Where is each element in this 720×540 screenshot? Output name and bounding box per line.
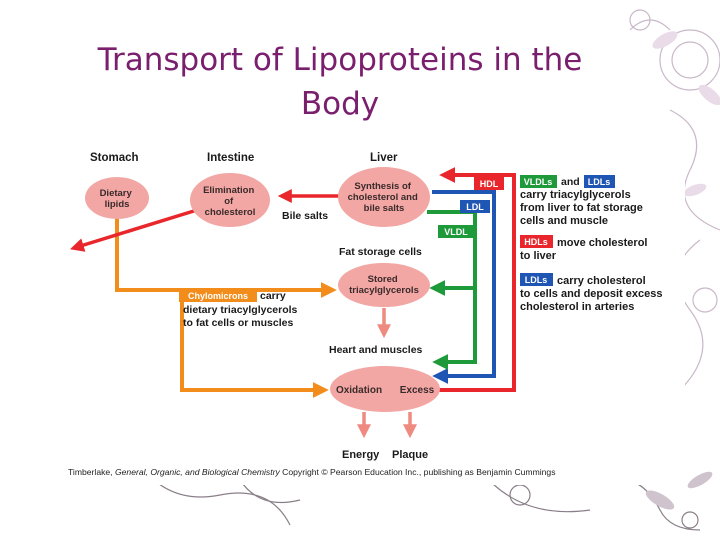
legend-1-line-2: from liver to fat storage (520, 202, 643, 214)
hdl-tag (474, 177, 504, 190)
svg-text:Dietary lipids: Dietary lipids (100, 188, 135, 210)
chylo-line-2: dietary triacylglycerols (183, 304, 298, 316)
credit-book: General, Organic, and Biological Chemist… (114, 467, 280, 477)
chylomicron-path-muscle (180, 290, 329, 398)
slide-title: Transport of Lipoproteins in the Body (40, 38, 640, 126)
elimination-line-2: of (224, 196, 234, 207)
ldl-tag-text: LDL (466, 202, 484, 212)
legend-2-line-2: to liver (520, 250, 557, 262)
legend-3-after: carry cholesterol (557, 275, 646, 287)
title-line-2: Body (300, 86, 380, 122)
plaque-label: Plaque (392, 449, 428, 461)
node-elimination (190, 173, 270, 227)
svg-text:Stored triacylglycerols: Stored triacylglycerols (349, 274, 419, 296)
ldl-tag (460, 200, 490, 213)
lipoprotein-diagram: Stomach Intestine Liver Dietary lipids E… (62, 140, 685, 485)
synthesis-line-2: cholesterol and (348, 192, 418, 203)
legend-1-line-1: carry triacylglycerols (520, 189, 631, 201)
legend-vldls-tag (520, 175, 557, 188)
vldl-tag (438, 225, 474, 238)
hdl-path (437, 167, 516, 392)
stored-line-2: triacylglycerols (349, 285, 419, 296)
bile-salts-label: Bile salts (282, 210, 328, 222)
legend-3-line-3: cholesterol in arteries (520, 301, 634, 313)
stored-line-1: Stored (368, 274, 398, 285)
vldl-tag-text: VLDL (444, 227, 468, 237)
legend-hdls-text: HDLs (524, 237, 548, 247)
fat-storage-label: Fat storage cells (339, 246, 422, 258)
elimination-line-1: Elimination (203, 185, 254, 196)
organ-liver: Liver (370, 152, 398, 164)
synthesis-line-1: Synthesis of (354, 181, 411, 192)
legend-1-line-3: cells and muscle (520, 215, 608, 227)
organ-intestine: Intestine (207, 152, 254, 164)
diagram-canvas: Stomach Intestine Liver Dietary lipids E… (69, 152, 662, 461)
heart-muscles-label: Heart and muscles (329, 344, 423, 356)
node-oxidation-excess (330, 366, 440, 412)
node-synthesis (338, 167, 430, 227)
svg-text:Elimination of cho: Elimination of cholesterol (203, 185, 257, 218)
dietary-line-1: Dietary (100, 188, 133, 199)
legend-3-line-2: to cells and deposit excess (520, 288, 662, 300)
elimination-line-3: cholesterol (205, 207, 256, 218)
legend-ldls2-text: LDLs (525, 275, 548, 285)
chylo-carry: carry (260, 290, 286, 302)
legend-hdls-tag (520, 235, 553, 248)
chylomicron-path-storage (115, 212, 337, 298)
legend-ldls-tag (584, 175, 615, 188)
node-dietary-lipids (85, 177, 149, 219)
svg-text:Synthesis of cholesterol: Synthesis of cholesterol and bile salts (348, 181, 421, 214)
legend-vldls-text: VLDLs (524, 177, 553, 187)
dietary-line-2: lipids (105, 199, 130, 210)
excretion-arrow (69, 208, 198, 252)
legend-ldls2-tag (520, 273, 553, 286)
synthesis-line-3: bile salts (364, 203, 405, 214)
title-line-1: Transport of Lipoproteins in the (97, 42, 583, 78)
energy-label: Energy (342, 449, 380, 461)
source-credit: Timberlake, General, Organic, and Biolog… (68, 467, 556, 477)
ldl-path (432, 190, 496, 384)
chylomicrons-tag-text: Chylomicrons (188, 291, 248, 301)
credit-rest: Copyright © Pearson Education Inc., publ… (282, 467, 556, 477)
excess-label: Excess (400, 385, 435, 396)
chylo-line-3: to fat cells or muscles (183, 317, 293, 329)
organ-stomach: Stomach (90, 152, 139, 164)
node-stored (338, 263, 430, 307)
hdl-tag-text: HDL (480, 179, 499, 189)
legend-ldls-text: LDLs (588, 177, 611, 187)
oxidation-label: Oxidation (336, 385, 382, 396)
legend-and: and (561, 176, 580, 188)
credit-author: Timberlake, (68, 467, 113, 477)
legend-2-after: move cholesterol (557, 237, 647, 249)
chylomicrons-tag (179, 289, 257, 302)
